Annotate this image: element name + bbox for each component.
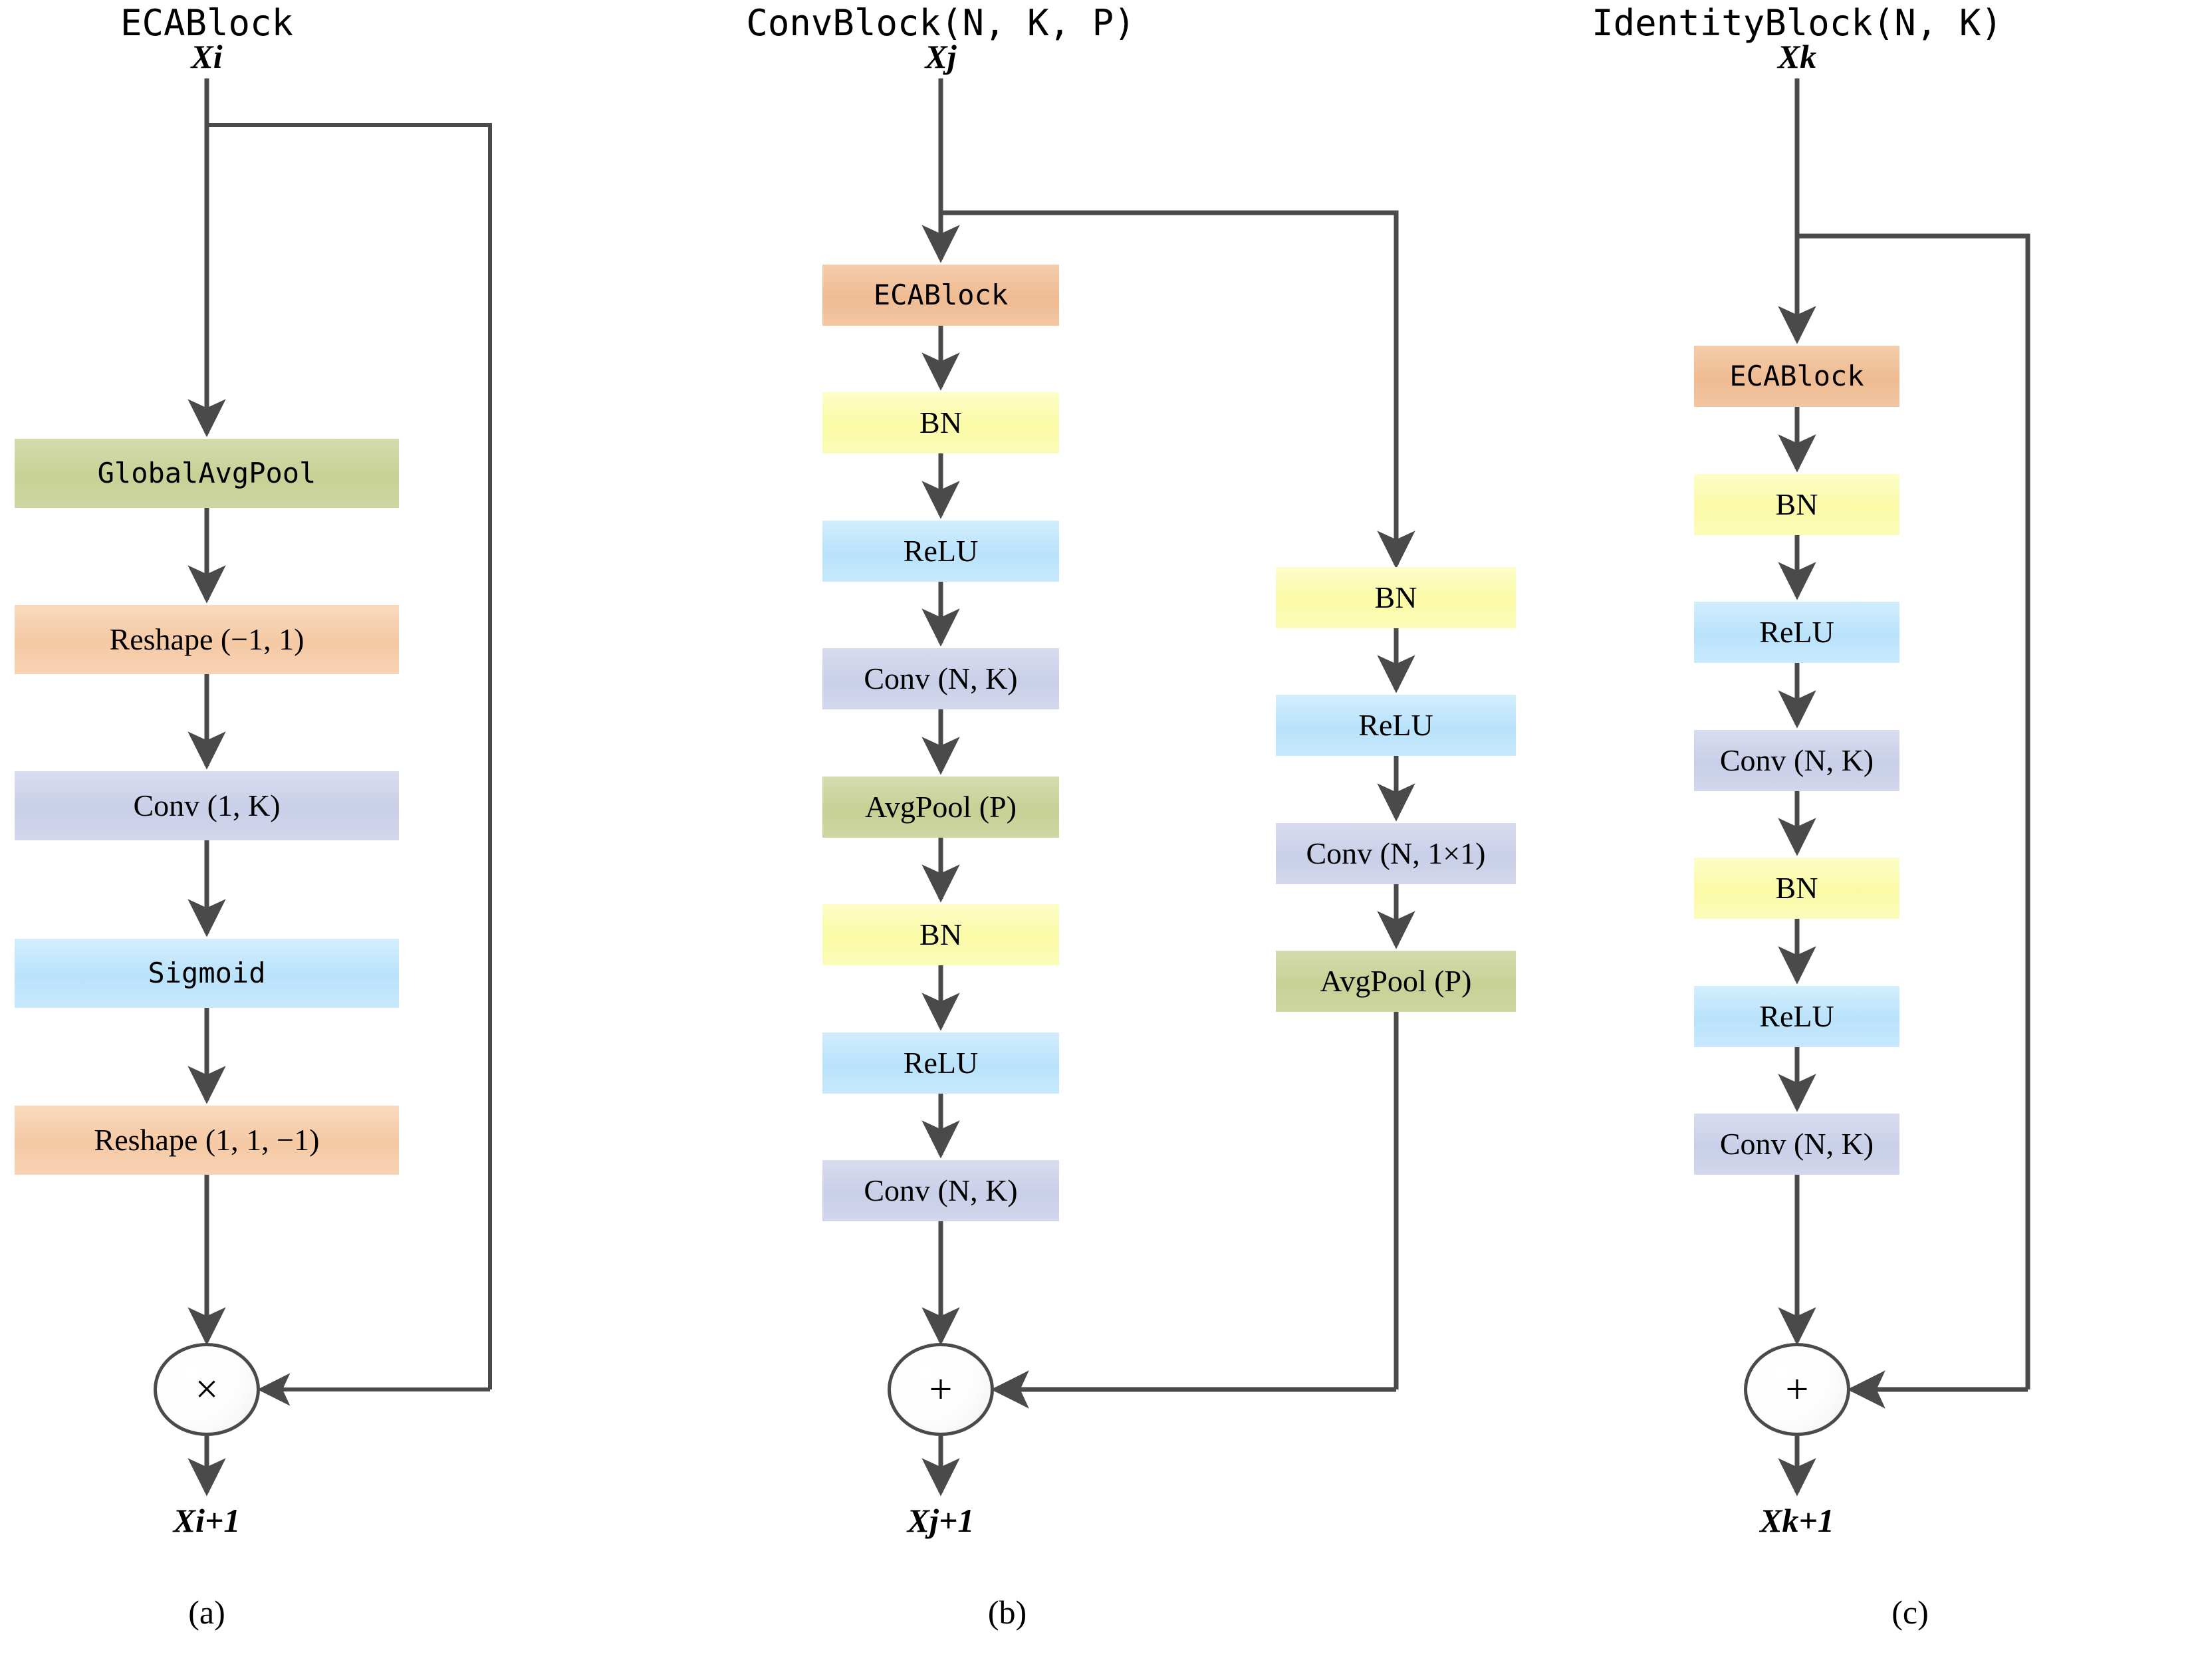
node-c-ecablock[interactable]: ECABlock xyxy=(1694,346,1899,407)
panel-a-caption: (a) xyxy=(188,1594,225,1631)
node-b-shortcut-relu[interactable]: ReLU xyxy=(1276,695,1516,756)
panel-b-caption: (b) xyxy=(987,1594,1027,1631)
node-b-relu-2[interactable]: ReLU xyxy=(822,1032,1059,1094)
node-a-reshape-2[interactable]: Reshape (1, 1, −1) xyxy=(15,1106,399,1175)
node-b-bn-1[interactable]: BN xyxy=(822,392,1059,453)
node-b-bn-2[interactable]: BN xyxy=(822,904,1059,965)
node-b-ecablock[interactable]: ECABlock xyxy=(822,265,1059,326)
node-c-relu-1[interactable]: ReLU xyxy=(1694,602,1899,663)
node-b-shortcut-bn[interactable]: BN xyxy=(1276,567,1516,628)
node-b-shortcut-conv[interactable]: Conv (N, 1×1) xyxy=(1276,823,1516,884)
node-c-conv-2[interactable]: Conv (N, K) xyxy=(1694,1114,1899,1175)
panel-c-output-label: Xk+1 xyxy=(1760,1502,1834,1539)
merge-node-multiply[interactable]: × xyxy=(154,1343,260,1436)
panel-b-output-label: Xj+1 xyxy=(907,1502,975,1539)
node-a-sigmoid[interactable]: Sigmoid xyxy=(15,939,399,1008)
panel-a-title: ECABlock xyxy=(120,2,294,44)
node-c-conv-1[interactable]: Conv (N, K) xyxy=(1694,730,1899,791)
panel-c-title: IdentityBlock(N, K) xyxy=(1592,2,2003,44)
node-a-conv[interactable]: Conv (1, K) xyxy=(15,771,399,840)
panel-a-input-label: Xi xyxy=(191,38,223,75)
wire-a-skip xyxy=(207,123,492,1389)
node-c-bn-1[interactable]: BN xyxy=(1694,474,1899,535)
merge-node-add-c[interactable]: + xyxy=(1744,1343,1850,1436)
panel-c-input-label: Xk xyxy=(1777,38,1817,75)
node-a-globalavgpool[interactable]: GlobalAvgPool xyxy=(15,439,399,508)
panel-b-input-label: Xj xyxy=(925,38,957,75)
node-b-relu-1[interactable]: ReLU xyxy=(822,521,1059,582)
node-b-conv-1[interactable]: Conv (N, K) xyxy=(822,648,1059,709)
node-c-bn-2[interactable]: BN xyxy=(1694,858,1899,919)
node-c-relu-2[interactable]: ReLU xyxy=(1694,986,1899,1047)
panel-a-output-label: Xi+1 xyxy=(173,1502,241,1539)
node-b-shortcut-avgpool[interactable]: AvgPool (P) xyxy=(1276,951,1516,1012)
panel-c-caption: (c) xyxy=(1891,1594,1929,1631)
panel-b-title: ConvBlock(N, K, P) xyxy=(746,2,1136,44)
node-b-conv-2[interactable]: Conv (N, K) xyxy=(822,1160,1059,1221)
node-a-reshape-1[interactable]: Reshape (−1, 1) xyxy=(15,605,399,674)
node-b-avgpool[interactable]: AvgPool (P) xyxy=(822,777,1059,838)
wire-c-skip xyxy=(1797,233,2030,1389)
merge-node-add-b[interactable]: + xyxy=(888,1343,994,1436)
